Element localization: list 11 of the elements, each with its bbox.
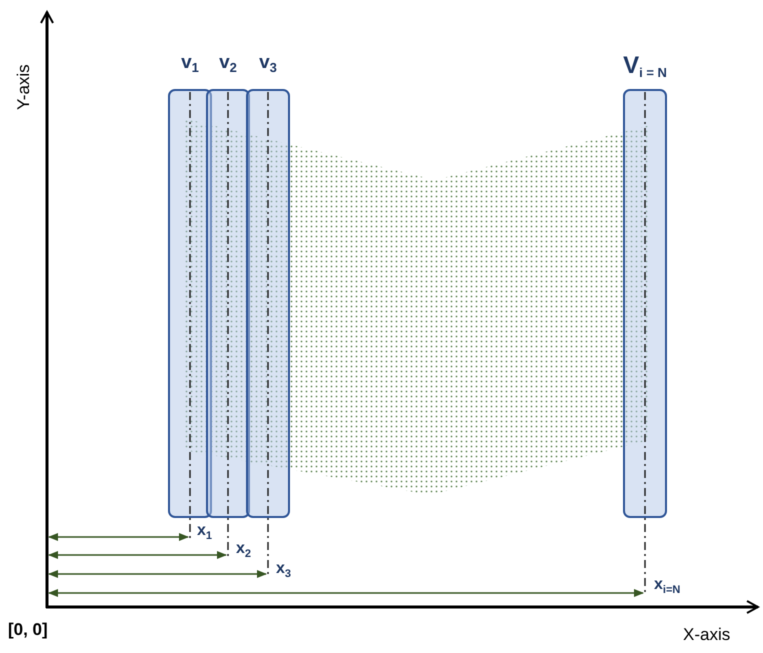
column-label: v$_{1}$ [181,52,199,75]
origin-label: [0, 0] [8,620,48,640]
position-label: x$_{1}$ [197,522,212,542]
column-label: v$_{3}$ [259,52,277,75]
position-label: x$_{2}$ [236,540,252,560]
column-label: v$_{2}$ [219,52,237,75]
axis-label: X-axis [683,625,730,645]
column-label: V$_{i = N}$ [623,52,667,80]
axis-label: Y-axis [14,64,34,110]
position-label: x$_{i=N}$ [654,576,680,596]
position-label: x$_{3}$ [276,560,292,580]
